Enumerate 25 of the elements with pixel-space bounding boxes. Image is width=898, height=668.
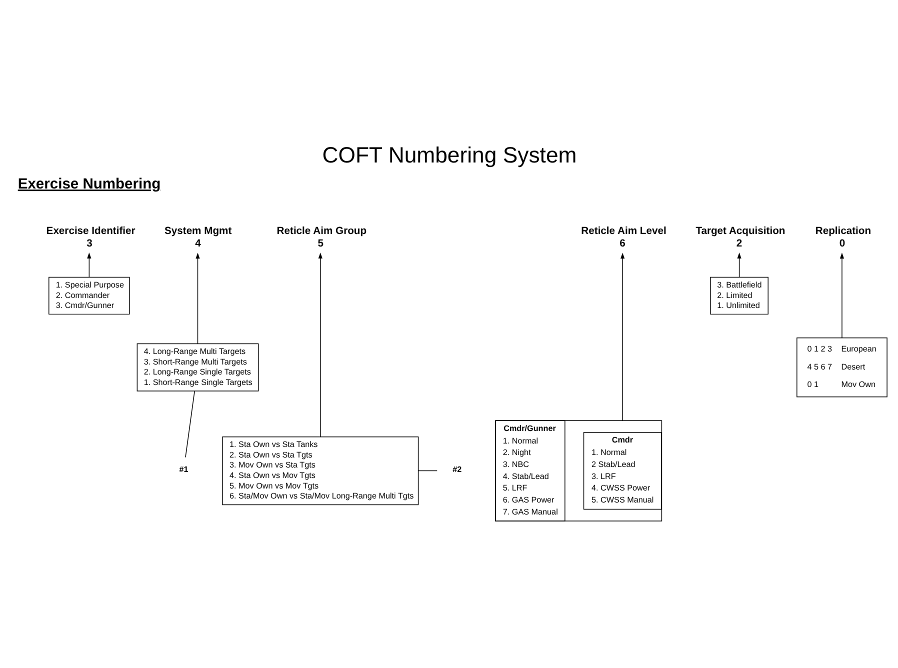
- arrow: [86, 252, 91, 278]
- connector: [184, 390, 194, 458]
- node-text: Reticle Aim Level 6: [580, 225, 666, 249]
- diagram-title: COFT Numbering System: [322, 142, 576, 168]
- node-box: 0 1 2 3 European 4 5 6 7 Desert 0 1 Mov Own: [796, 336, 887, 397]
- node-box: 1. Sta Own vs Sta Tanks 2. Sta Own vs Sta Tgts 3. Mov Own vs Sta Tgts 4. Sta Own vs Mov Tgts 5. Mov Own vs Mov Tgts 6. Sta/Mov Own vs Sta/Mov Long-Range Multi Tgts: [222, 436, 418, 505]
- connector: [418, 470, 437, 471]
- node-box: Cmdr/Gunner 1. Normal 2. Night 3. NBC 4. Stab/Lead 5. LRF 6. GAS Power 7. GAS Manual: [494, 420, 565, 521]
- node-text: System Mgmt 4: [164, 225, 232, 249]
- node-box: Cmdr 1. Normal 2 Stab/Lead 3. LRF 4. CWSS Power 5. CWSS Manual: [582, 432, 662, 510]
- arrow: [839, 252, 844, 338]
- node-box: 1. Special Purpose 2. Commander 3. Cmdr/Gunner: [48, 276, 130, 314]
- node-text: #1: [178, 464, 188, 474]
- arrow: [620, 252, 624, 420]
- node-text: Reticle Aim Group 5: [276, 225, 366, 249]
- label: Exercise Numbering: [17, 176, 160, 192]
- arrow: [195, 252, 200, 344]
- arrow: [318, 252, 322, 437]
- node-box: 4. Long-Range Multi Targets 3. Short-Range Multi Targets 2. Long-Range Single Targets 1. Short-Range Single Targets: [136, 342, 258, 391]
- node-text: Target Acquisition 2: [695, 225, 785, 249]
- node-text: #2: [452, 464, 462, 474]
- node-box: 3. Battlefield 2. Limited 1. Unlimited: [710, 276, 768, 314]
- node-text: Exercise Identifier 3: [46, 225, 135, 249]
- arrow: [736, 252, 741, 278]
- node-text: Replication 0: [814, 225, 871, 249]
